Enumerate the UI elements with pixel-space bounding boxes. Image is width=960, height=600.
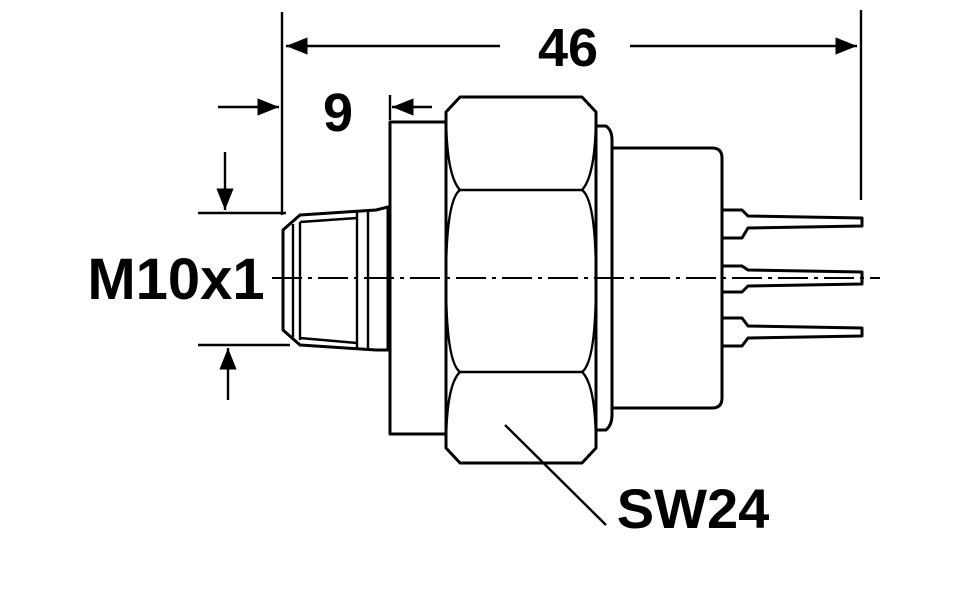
wrench-size-label: SW24 <box>617 477 770 540</box>
thread-size-label: M10x1 <box>87 247 264 312</box>
wrench-size-callout: SW24 <box>504 424 770 540</box>
overall-length-dimension: 46 <box>286 18 857 78</box>
thread-diameter-dimension: M10x1 <box>87 152 290 400</box>
thread-length-label: 9 <box>323 83 353 143</box>
terminal-pin-top <box>720 208 864 240</box>
hex-nut <box>444 95 598 465</box>
terminal-pin-bottom <box>720 316 864 348</box>
overall-length-label: 46 <box>538 18 598 78</box>
thread-length-dimension: 9 <box>218 83 432 143</box>
